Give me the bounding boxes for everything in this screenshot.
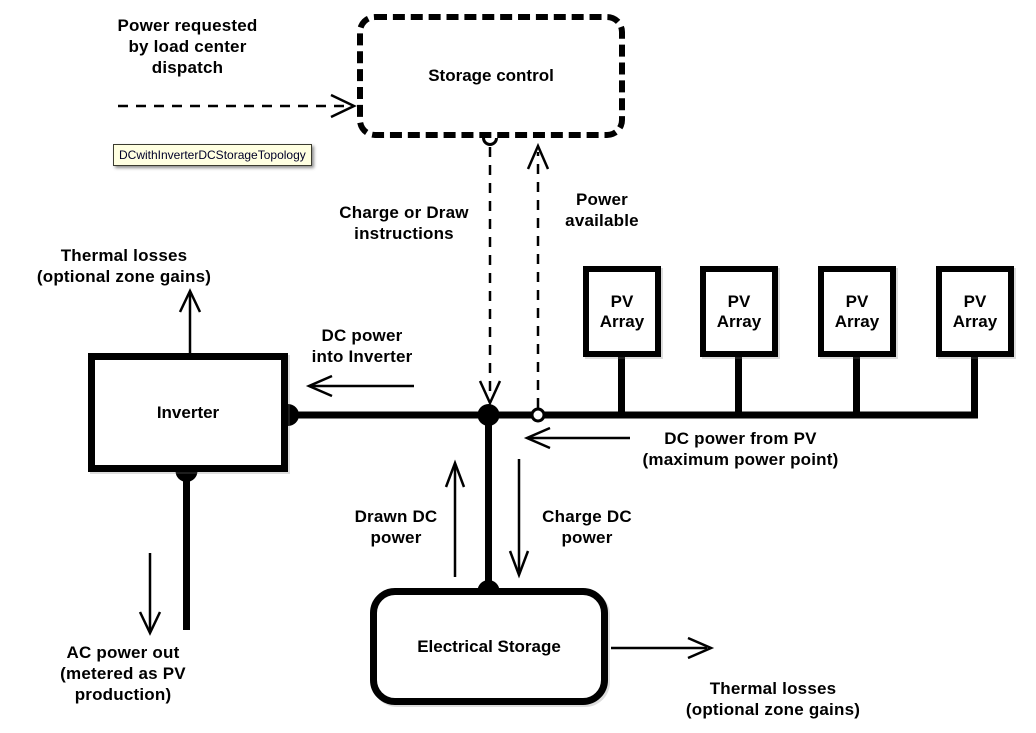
electrical-storage-label: Electrical Storage (417, 636, 561, 656)
tooltip: DCwithInverterDCStorageTopology (113, 144, 312, 166)
thermal-losses-storage-label: Thermal losses (optional zone gains) (685, 679, 861, 719)
pv-array-node-4: PV Array (936, 266, 1014, 357)
drawn-dc-power-label: Drawn DC power (354, 507, 438, 547)
thermal-losses-inverter-label: Thermal losses (optional zone gains) (36, 246, 212, 286)
pv-array-label: PV Array (952, 291, 998, 331)
tooltip-text: DCwithInverterDCStorageTopology (119, 148, 306, 162)
thermal-inverter-arrowhead (178, 288, 202, 313)
power-requested-arrowhead (330, 93, 357, 119)
dc-power-into-inverter-label: DC power into Inverter (311, 326, 413, 366)
thermal-storage-arrowhead (687, 636, 715, 660)
electrical-storage-node: Electrical Storage (370, 588, 608, 705)
power-available-arrowhead (526, 142, 550, 170)
power-requested-label: Power requested by load center dispatch (117, 16, 258, 77)
storage-control-node: Storage control (357, 14, 625, 138)
charge-dc-arrowhead (508, 550, 530, 579)
charge-or-draw-label: Charge or Draw instructions (339, 203, 469, 243)
drawn-dc-arrowhead (444, 459, 466, 488)
port-circle-bus (530, 407, 546, 423)
charge-draw-arrowhead (478, 380, 502, 407)
pv-array-label: PV Array (716, 291, 762, 331)
ac-power-out-arrowhead (138, 611, 162, 636)
ac-power-out-label: AC power out (metered as PV production) (60, 643, 186, 704)
pv-array-label: PV Array (834, 291, 880, 331)
power-available-label: Power available (565, 190, 639, 230)
charge-dc-power-label: Charge DC power (542, 507, 632, 547)
inverter-node: Inverter (88, 353, 288, 472)
junction-dot-bus (477, 404, 500, 426)
dc-into-inverter-arrowhead (305, 374, 333, 398)
pv-array-label: PV Array (599, 291, 645, 331)
dc-from-pv-arrowhead (523, 426, 551, 450)
storage-control-label: Storage control (428, 66, 554, 85)
pv-array-node-2: PV Array (700, 266, 778, 357)
pv-array-node-3: PV Array (818, 266, 896, 357)
dc-power-from-pv-label: DC power from PV (maximum power point) (642, 429, 839, 469)
pv-array-node-1: PV Array (583, 266, 661, 357)
inverter-label: Inverter (156, 402, 220, 422)
